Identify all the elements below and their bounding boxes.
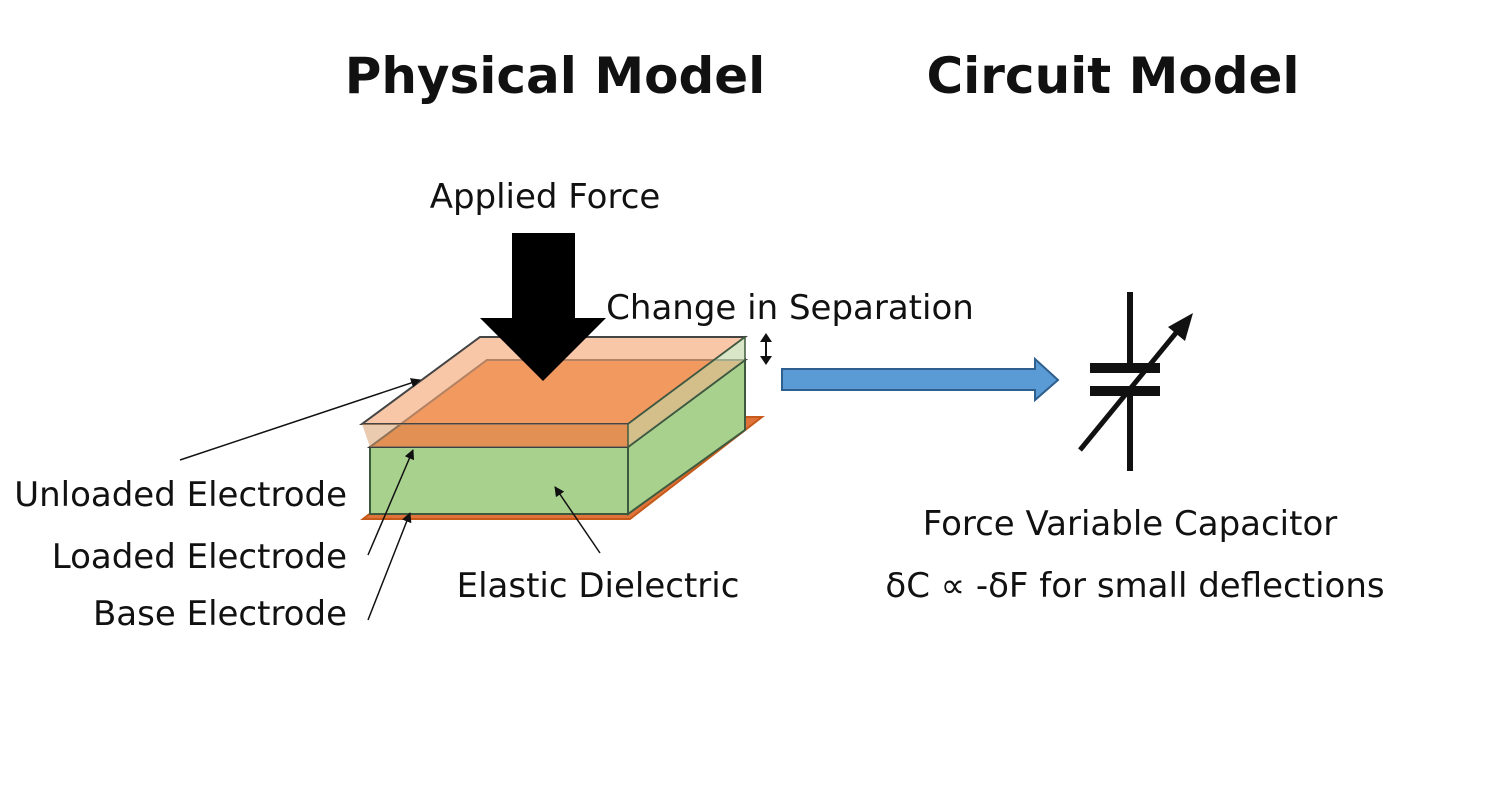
elastic-dielectric-leader bbox=[554, 486, 601, 554]
unloaded-electrode-side bbox=[627, 335, 746, 449]
base-electrode-leader bbox=[367, 512, 412, 621]
circuit-model-title: Circuit Model bbox=[926, 47, 1299, 105]
loaded-electrode-label: Loaded Electrode bbox=[52, 537, 347, 577]
capacitance-relation: δC ∝ -δF for small deflections bbox=[885, 566, 1384, 606]
applied-force-label: Applied Force bbox=[430, 177, 661, 217]
unloaded-electrode-leader bbox=[179, 378, 421, 461]
capacitor-name-label: Force Variable Capacitor bbox=[923, 504, 1338, 544]
separation-double-arrow-icon bbox=[760, 333, 772, 365]
unloaded-electrode-label: Unloaded Electrode bbox=[14, 475, 347, 515]
change-in-separation-label: Change in Separation bbox=[606, 288, 974, 328]
unloaded-electrode-edge bbox=[362, 424, 628, 447]
loaded-electrode-leader bbox=[367, 449, 415, 556]
elastic-dielectric-block bbox=[369, 446, 629, 515]
base-electrode-label: Base Electrode bbox=[93, 594, 347, 634]
physical-model-title: Physical Model bbox=[345, 47, 766, 105]
elastic-dielectric-label: Elastic Dielectric bbox=[457, 566, 740, 606]
variable-capacitor-icon bbox=[1078, 292, 1193, 471]
applied-force-arrow bbox=[480, 233, 606, 381]
transform-arrow bbox=[781, 356, 1060, 403]
